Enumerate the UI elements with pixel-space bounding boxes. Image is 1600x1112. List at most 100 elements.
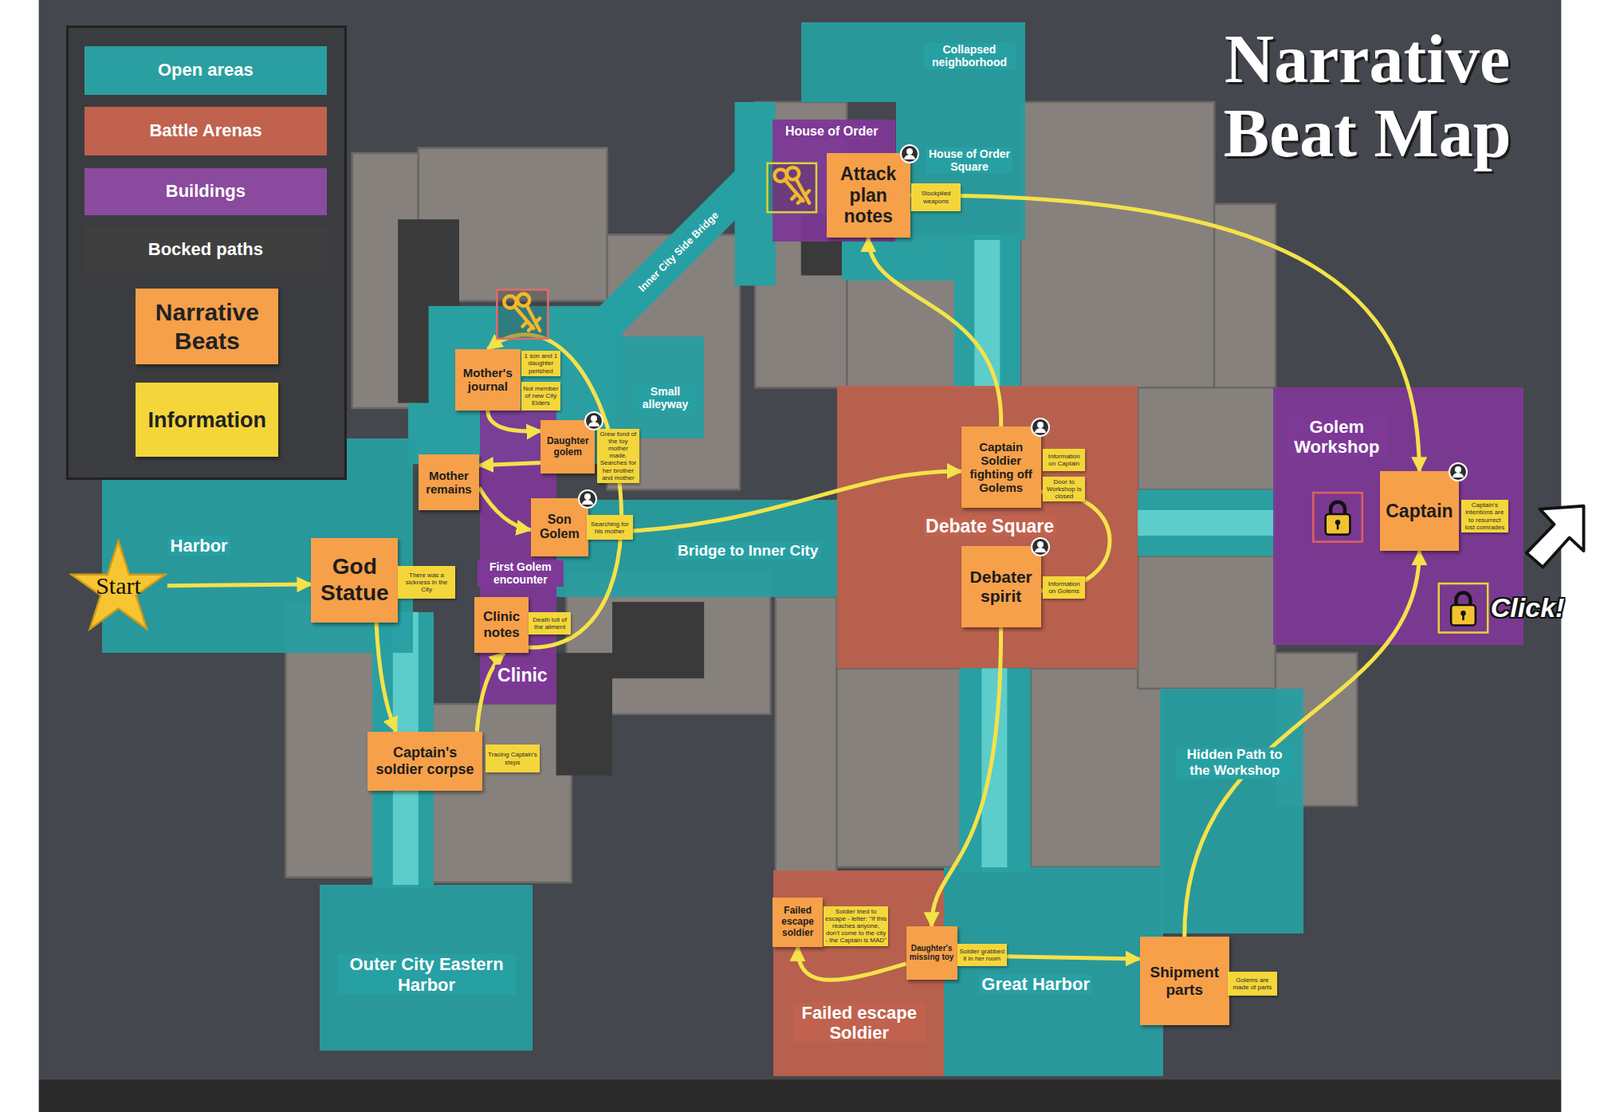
person-icon-body bbox=[1034, 428, 1046, 433]
person-icon-head bbox=[590, 415, 598, 422]
map-title: Narrative Beat Map bbox=[1203, 22, 1531, 171]
info-text: 1 son and 1 daughter perished bbox=[522, 352, 559, 375]
area-label: Great Harbor bbox=[978, 974, 1093, 995]
open-area: Great Harbor bbox=[943, 867, 1164, 1077]
beat-text: Daughter golem bbox=[542, 436, 593, 459]
area-label: House of Order bbox=[782, 124, 881, 139]
open-area: Small alleyway bbox=[617, 336, 704, 439]
person-icon-ring bbox=[1449, 463, 1467, 481]
map-ground bbox=[39, 0, 1562, 1080]
person-icon-ring bbox=[1031, 418, 1050, 437]
info-text: Soldier tried to escape - letter: "If th… bbox=[825, 908, 887, 945]
info-text: Stockpiled weapons bbox=[912, 189, 960, 205]
info-text: Tracing Captain's steps bbox=[487, 750, 538, 766]
info-note: Captain's intentions are to resurrect lo… bbox=[1461, 499, 1509, 533]
info-note: Soldier grabbed it in her room bbox=[957, 943, 1007, 967]
open-area: Hidden Path to the Workshop bbox=[1159, 688, 1303, 934]
map-bottom-band bbox=[39, 1079, 1562, 1112]
legend-swatch: Buildings bbox=[84, 168, 327, 216]
area-label: Debate Square bbox=[923, 515, 1057, 537]
person-icon-ring bbox=[578, 490, 597, 508]
info-note: Not member of new City Elders bbox=[521, 381, 561, 411]
narrative-beat: Captain's soldier corpse bbox=[367, 731, 484, 791]
beat-text: Shipment parts bbox=[1142, 963, 1227, 999]
info-text: Golems are made of parts bbox=[1229, 976, 1276, 991]
area-label: First Golem encounter bbox=[477, 560, 564, 586]
beat-text: Captain Soldier fighting off Golems bbox=[963, 440, 1039, 496]
beat-text: Son Golem bbox=[533, 512, 586, 543]
person-icon-body bbox=[1034, 547, 1046, 553]
building: Golem WorkshopCaptain Captain's intention… bbox=[1273, 387, 1524, 645]
person-icon-ring bbox=[585, 412, 603, 430]
info-note: Soldier tried to escape - letter: "If th… bbox=[823, 906, 889, 947]
info-text: Information on Captain bbox=[1044, 452, 1084, 468]
narrative-beat: Son Golem bbox=[530, 498, 589, 557]
info-text: Not member of new City Elders bbox=[522, 385, 559, 408]
legend-text: Buildings bbox=[165, 180, 246, 202]
legend-swatch: Open areas bbox=[84, 46, 327, 95]
info-text: Door to Workshop is closed bbox=[1044, 478, 1084, 501]
open-area: Collapsed neighborhood bbox=[801, 22, 1027, 103]
beat-text: Debater spirit bbox=[963, 567, 1039, 606]
narrative-beat: Daughter golem bbox=[540, 420, 595, 474]
person-icon-ring bbox=[1031, 538, 1050, 556]
narrative-beat: Mother's journal bbox=[455, 349, 521, 411]
beat-text: Clinic notes bbox=[476, 609, 527, 641]
keys-icon bbox=[496, 289, 548, 339]
area-label: House of Order Square bbox=[926, 147, 1013, 173]
info-note: 1 son and 1 daughter perished bbox=[521, 350, 561, 377]
info-text: Soldier grabbed it in her room bbox=[959, 947, 1006, 963]
legend-text: Open areas bbox=[157, 59, 254, 81]
person-icon-body bbox=[1452, 472, 1464, 478]
legend-swatch: Battle Arenas bbox=[84, 106, 327, 155]
beat-text: Mother remains bbox=[420, 468, 477, 497]
area-label: Failed escape Soldier bbox=[793, 1002, 926, 1043]
city-blocks bbox=[285, 102, 1357, 883]
star-outline bbox=[70, 540, 166, 629]
beat-text: Captain's soldier corpse bbox=[369, 744, 481, 778]
start-star: Start bbox=[69, 538, 168, 633]
narrative-beat: Clinic notes bbox=[474, 597, 529, 653]
legend-text: Battle Arenas bbox=[149, 120, 262, 142]
area-label: Bridge to Inner City bbox=[675, 542, 821, 560]
info-text: Grew fond of the toy mother made. Search… bbox=[598, 430, 638, 482]
start-text: Start bbox=[95, 572, 142, 600]
person-icon bbox=[1029, 416, 1051, 438]
beat-text: Failed escape soldier bbox=[774, 905, 821, 939]
beat-text: Attack plan notes bbox=[829, 163, 909, 227]
info-note: Golems are made of parts bbox=[1227, 971, 1278, 997]
area-label: Golem Workshop bbox=[1285, 416, 1388, 458]
beat-text: Captain bbox=[1385, 500, 1453, 522]
narrative-beat: Daughter's missing toy bbox=[906, 926, 958, 980]
info-note: Information on Captain bbox=[1042, 448, 1086, 472]
narrative-beat: Debater spirit bbox=[961, 546, 1042, 628]
person-icon-body bbox=[588, 421, 600, 427]
narrative-beat: Attack plan notes bbox=[826, 153, 911, 238]
info-note: Searching for his mother bbox=[586, 514, 633, 540]
legend-text: Information bbox=[148, 407, 268, 433]
info-note: There was a sickness in the City bbox=[397, 566, 456, 599]
narrative-beat: Shipment parts bbox=[1140, 936, 1230, 1026]
area-label: Harbor bbox=[168, 535, 231, 556]
area-label: Small alleyway bbox=[632, 385, 699, 411]
info-note: Stockpiled weapons bbox=[911, 183, 961, 212]
narrative-beat: Mother remains bbox=[418, 454, 480, 511]
person-icon-head bbox=[1037, 421, 1044, 429]
cursor-arrow bbox=[1526, 506, 1585, 568]
person-icon-head bbox=[906, 148, 913, 155]
beat-text: Mother's journal bbox=[457, 365, 519, 394]
person-icon bbox=[899, 143, 920, 165]
person-icon-head bbox=[584, 493, 591, 500]
area-label: Clinic bbox=[495, 664, 551, 686]
narrative-beat: Captain bbox=[1379, 471, 1460, 551]
walk-paths bbox=[393, 234, 1276, 888]
area-label: Hidden Path to the Workshop bbox=[1175, 747, 1294, 779]
legend-swatch: Bocked paths bbox=[84, 226, 327, 274]
legend-text: Bocked paths bbox=[148, 239, 264, 260]
info-note: Information on Golems bbox=[1042, 576, 1086, 599]
person-icon-head bbox=[1454, 466, 1462, 473]
info-note: Tracing Captain's steps bbox=[485, 744, 539, 773]
person-icon bbox=[577, 488, 598, 510]
info-text: Death toll of the ailment bbox=[530, 616, 570, 631]
